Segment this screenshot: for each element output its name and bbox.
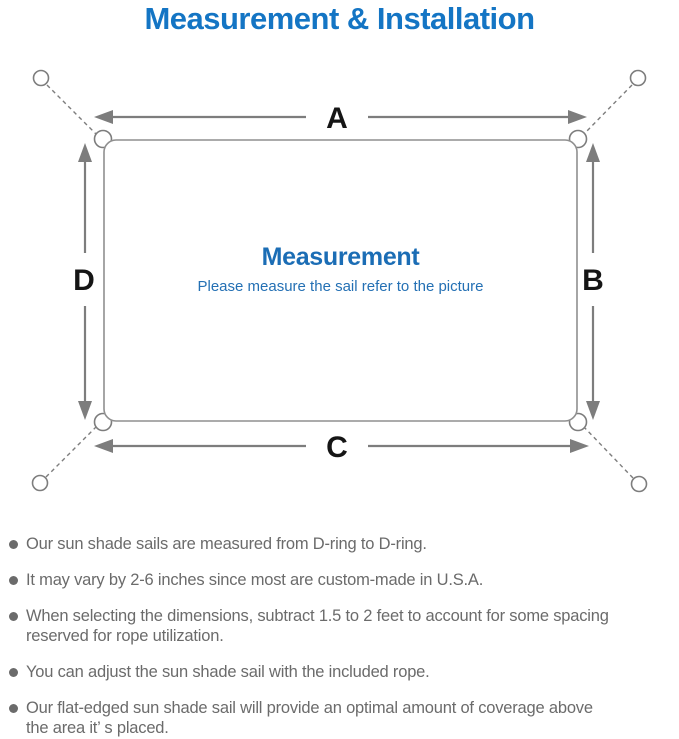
dim-label-c: C (326, 431, 348, 464)
page-title: Measurement & Installation (144, 1, 535, 36)
list-item: It may vary by 2-6 inches since most are… (9, 570, 673, 590)
anchor-circle-top-right (629, 69, 647, 87)
arrowhead-a-left (94, 110, 113, 124)
list-item: Our sun shade sails are measured from D-… (9, 534, 673, 554)
anchor-circle-bottom-right (630, 475, 648, 493)
rope-dashed-line-bottom-right (582, 425, 634, 479)
notes-list: Our sun shade sails are measured from D-… (9, 534, 673, 739)
note-text: Our sun shade sails are measured from D-… (26, 535, 427, 553)
dim-label-a: A (326, 102, 348, 135)
note-text: Our flat-edged sun shade sail will provi… (26, 699, 593, 737)
arrowhead-a-right (568, 110, 587, 124)
note-text: It may vary by 2-6 inches since most are… (26, 571, 484, 589)
anchor-circle-top-left (32, 69, 50, 87)
bullet-icon (9, 576, 18, 585)
anchor-circle-bottom-left (31, 474, 49, 492)
note-text: When selecting the dimensions, subtract … (26, 607, 609, 645)
arrowhead-d-down (78, 401, 92, 420)
list-item: You can adjust the sun shade sail with t… (9, 662, 673, 682)
arrowhead-b-down (586, 401, 600, 420)
rope-dashed-line-bottom-left (45, 425, 98, 478)
list-item: Our flat-edged sun shade sail will provi… (9, 698, 673, 738)
note-text: You can adjust the sun shade sail with t… (26, 663, 430, 681)
measurement-diagram: A B C D (31, 69, 648, 493)
bullet-icon (9, 612, 18, 621)
sail-rectangle (103, 139, 578, 422)
arrowhead-d-up (78, 143, 92, 162)
dim-label-b: B (582, 264, 604, 297)
bullet-icon (9, 540, 18, 549)
dim-label-d: D (73, 264, 95, 297)
rope-dashed-line-top-right (581, 84, 633, 137)
bullet-icon (9, 704, 18, 713)
arrowhead-c-left (94, 439, 113, 453)
bullet-icon (9, 668, 18, 677)
arrowhead-c-right (570, 439, 589, 453)
rope-dashed-line-top-left (46, 84, 99, 137)
list-item: When selecting the dimensions, subtract … (9, 606, 673, 646)
arrowhead-b-up (586, 143, 600, 162)
